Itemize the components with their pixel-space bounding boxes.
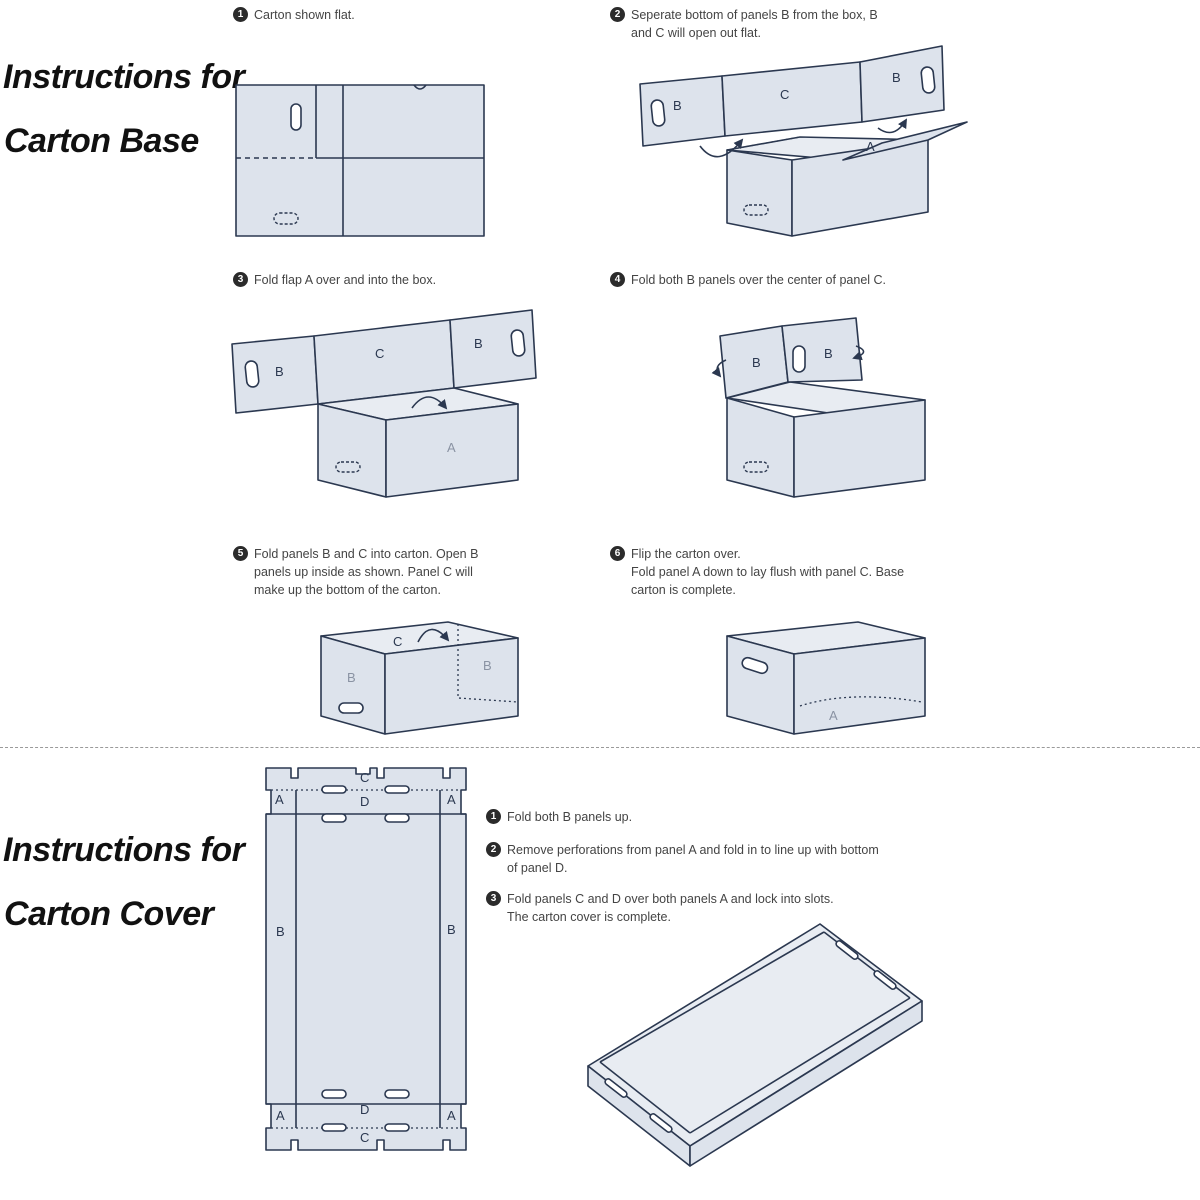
panel-label-a: A — [866, 139, 875, 154]
panel-label-b: B — [824, 346, 833, 361]
cover-heading-line1: Instructions for — [3, 831, 245, 869]
cover-step-2: 2 Remove perforations from panel A and f… — [486, 841, 879, 877]
cover-step-1: 1 Fold both B panels up. — [486, 808, 632, 826]
base-heading-line1: Instructions for — [3, 58, 245, 96]
step-number-badge: 2 — [486, 842, 501, 857]
panel-label-c: C — [393, 634, 402, 649]
panel-label-d: D — [360, 1102, 369, 1117]
panel-label-a: A — [276, 1108, 285, 1123]
base-step-3: 3 Fold flap A over and into the box. — [233, 271, 436, 289]
step-number-badge: 5 — [233, 546, 248, 561]
panel-label-b: B — [483, 658, 492, 673]
completed-cover-drawing — [587, 923, 923, 1167]
step-number-badge: 1 — [486, 809, 501, 824]
panel-label-d: D — [360, 794, 369, 809]
panel-label-a: A — [275, 792, 284, 807]
panel-label-b: B — [892, 70, 901, 85]
panel-label-b: B — [474, 336, 483, 351]
panel-label-a: A — [447, 792, 456, 807]
step-number-badge: 4 — [610, 272, 625, 287]
panel-label-b: B — [752, 355, 761, 370]
panel-label-c: C — [780, 87, 789, 102]
step-number-badge: 6 — [610, 546, 625, 561]
panel-label-c: C — [360, 1130, 369, 1145]
base-step-4: 4 Fold both B panels over the center of … — [610, 271, 886, 289]
panel-label-a: A — [447, 1108, 456, 1123]
panel-label-b: B — [673, 98, 682, 113]
base-step-1: 1 Carton shown flat. — [233, 6, 355, 24]
step-text: Flip the carton over. Fold panel A down … — [631, 547, 905, 597]
panel-label-b: B — [447, 922, 456, 937]
fold-b-panels-drawing: B B — [711, 317, 926, 498]
step-text: Fold both B panels over the center of pa… — [631, 273, 887, 287]
step-number-badge: 1 — [233, 7, 248, 22]
step-number-badge: 3 — [233, 272, 248, 287]
section-divider — [0, 747, 1200, 748]
cover-flat-drawing: C D A A B B A A D C — [265, 767, 467, 1151]
step-text: Fold both B panels up. — [507, 810, 633, 824]
panel-label-b: B — [276, 924, 285, 939]
step-text: Carton shown flat. — [254, 8, 355, 22]
base-step-6: 6 Flip the carton over. Fold panel A dow… — [610, 545, 904, 599]
panel-label-b: B — [275, 364, 284, 379]
panel-label-a: A — [829, 708, 838, 723]
step-text: Remove perforations from panel A and fol… — [507, 843, 879, 875]
step-text: Seperate bottom of panels B from the box… — [631, 8, 878, 40]
base-heading-line2: Carton Base — [4, 122, 199, 160]
base-step-2: 2 Seperate bottom of panels B from the b… — [610, 6, 878, 42]
cover-heading-line2: Carton Cover — [4, 895, 214, 933]
step-text: Fold panels B and C into carton. Open B … — [254, 547, 479, 597]
panel-label-a: A — [447, 440, 456, 455]
step-text: Fold panels C and D over both panels A a… — [507, 892, 834, 924]
panel-label-b: B — [347, 670, 356, 685]
fold-into-carton-drawing: B B C — [320, 621, 519, 735]
open-panels-drawing: B C B A — [639, 45, 968, 237]
step-number-badge: 2 — [610, 7, 625, 22]
flat-carton-drawing — [235, 84, 485, 237]
completed-base-drawing: A — [726, 621, 926, 735]
panel-label-c: C — [360, 770, 369, 785]
step-text: Fold flap A over and into the box. — [254, 273, 437, 287]
cover-step-3: 3 Fold panels C and D over both panels A… — [486, 890, 834, 926]
fold-flap-a-drawing: B C B A — [231, 309, 537, 498]
step-number-badge: 3 — [486, 891, 501, 906]
base-step-5: 5 Fold panels B and C into carton. Open … — [233, 545, 478, 599]
panel-label-c: C — [375, 346, 384, 361]
